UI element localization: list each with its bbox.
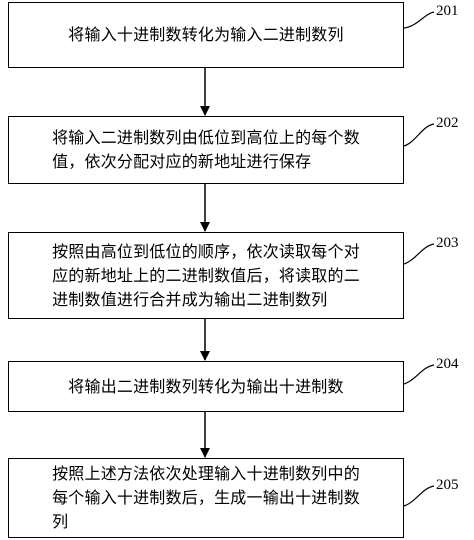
step-label-204: 204 — [436, 356, 459, 372]
step-text-203: 按照由高位到低位的顺序，依次读取每个对 应的新地址上的二进制数值后，将读取的二 … — [52, 241, 360, 309]
step-text-204: 将输出二进制数列转化为输出十进制数 — [68, 376, 344, 396]
step-label-205: 205 — [436, 477, 459, 493]
step-text-205: 按照上述方法依次处理输入十进制数列中的 每个输入十进制数后，生成一输出十进制数 … — [52, 464, 360, 531]
leader-202 — [403, 123, 435, 147]
step-box-201: 将输入十进制数转化为输入二进制数列 — [8, 2, 404, 68]
step-label-202: 202 — [436, 115, 459, 131]
step-text-201: 将输入十进制数转化为输入二进制数列 — [68, 25, 344, 44]
leader-201 — [403, 11, 435, 29]
step-label-201: 201 — [436, 3, 459, 19]
leader-205 — [403, 485, 435, 507]
step-box-202: 将输入二进制数列由低位到高位上的每个数 值，依次分配对应的新地址进行保存 — [8, 116, 404, 184]
leader-204 — [403, 364, 435, 385]
step-box-205: 按照上述方法依次处理输入十进制数列中的 每个输入十进制数后，生成一输出十进制数 … — [8, 458, 404, 538]
step-box-204: 将输出二进制数列转化为输出十进制数 — [8, 361, 404, 412]
leader-203 — [403, 243, 435, 265]
step-text-202: 将输入二进制数列由低位到高位上的每个数 值，依次分配对应的新地址进行保存 — [52, 128, 360, 171]
step-box-203: 按照由高位到低位的顺序，依次读取每个对 应的新地址上的二进制数值后，将读取的二 … — [8, 232, 404, 319]
step-label-203: 203 — [436, 235, 459, 251]
